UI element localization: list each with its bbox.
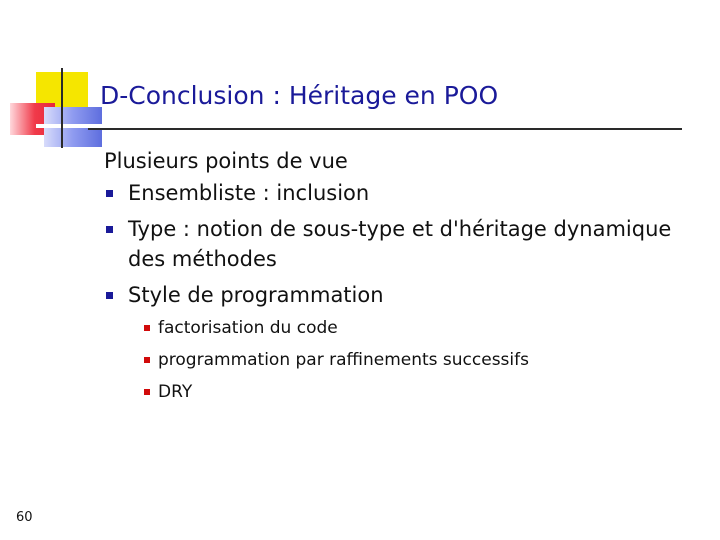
- square-bullet-icon: [106, 190, 113, 197]
- bullet-text: Ensembliste : inclusion: [128, 181, 370, 205]
- small-square-bullet-icon: [144, 357, 150, 363]
- bullet-list: Ensembliste : inclusion Type : notion de…: [104, 178, 704, 408]
- small-square-bullet-icon: [144, 325, 150, 331]
- bullet-text: Style de programmation: [128, 283, 384, 307]
- white-stripe: [36, 124, 102, 128]
- square-bullet-icon: [106, 292, 113, 299]
- sub-bullet-text: DRY: [158, 382, 193, 402]
- slide-content: Plusieurs points de vue Ensembliste : in…: [104, 146, 704, 414]
- title-divider: [88, 128, 682, 130]
- bullet-item: Style de programmation factorisation du …: [104, 280, 704, 408]
- bullet-text: Type : notion de sous-type et d'héritage…: [128, 217, 672, 271]
- square-bullet-icon: [106, 226, 113, 233]
- small-square-bullet-icon: [144, 389, 150, 395]
- bullet-item: Type : notion de sous-type et d'héritage…: [104, 214, 704, 274]
- sub-bullet-text: programmation par raffinements successif…: [158, 350, 529, 370]
- intro-line: Plusieurs points de vue: [104, 149, 348, 173]
- sub-bullet-item: DRY: [128, 376, 704, 408]
- sub-bullet-list: factorisation du code programmation par …: [128, 312, 704, 408]
- sub-bullet-item: factorisation du code: [128, 312, 704, 344]
- vertical-rule: [61, 68, 63, 148]
- sub-bullet-item: programmation par raffinements successif…: [128, 344, 704, 376]
- page-number: 60: [16, 510, 33, 525]
- bullet-item: Ensembliste : inclusion: [104, 178, 704, 208]
- sub-bullet-text: factorisation du code: [158, 318, 338, 338]
- slide-title: D-Conclusion : Héritage en POO: [100, 81, 499, 110]
